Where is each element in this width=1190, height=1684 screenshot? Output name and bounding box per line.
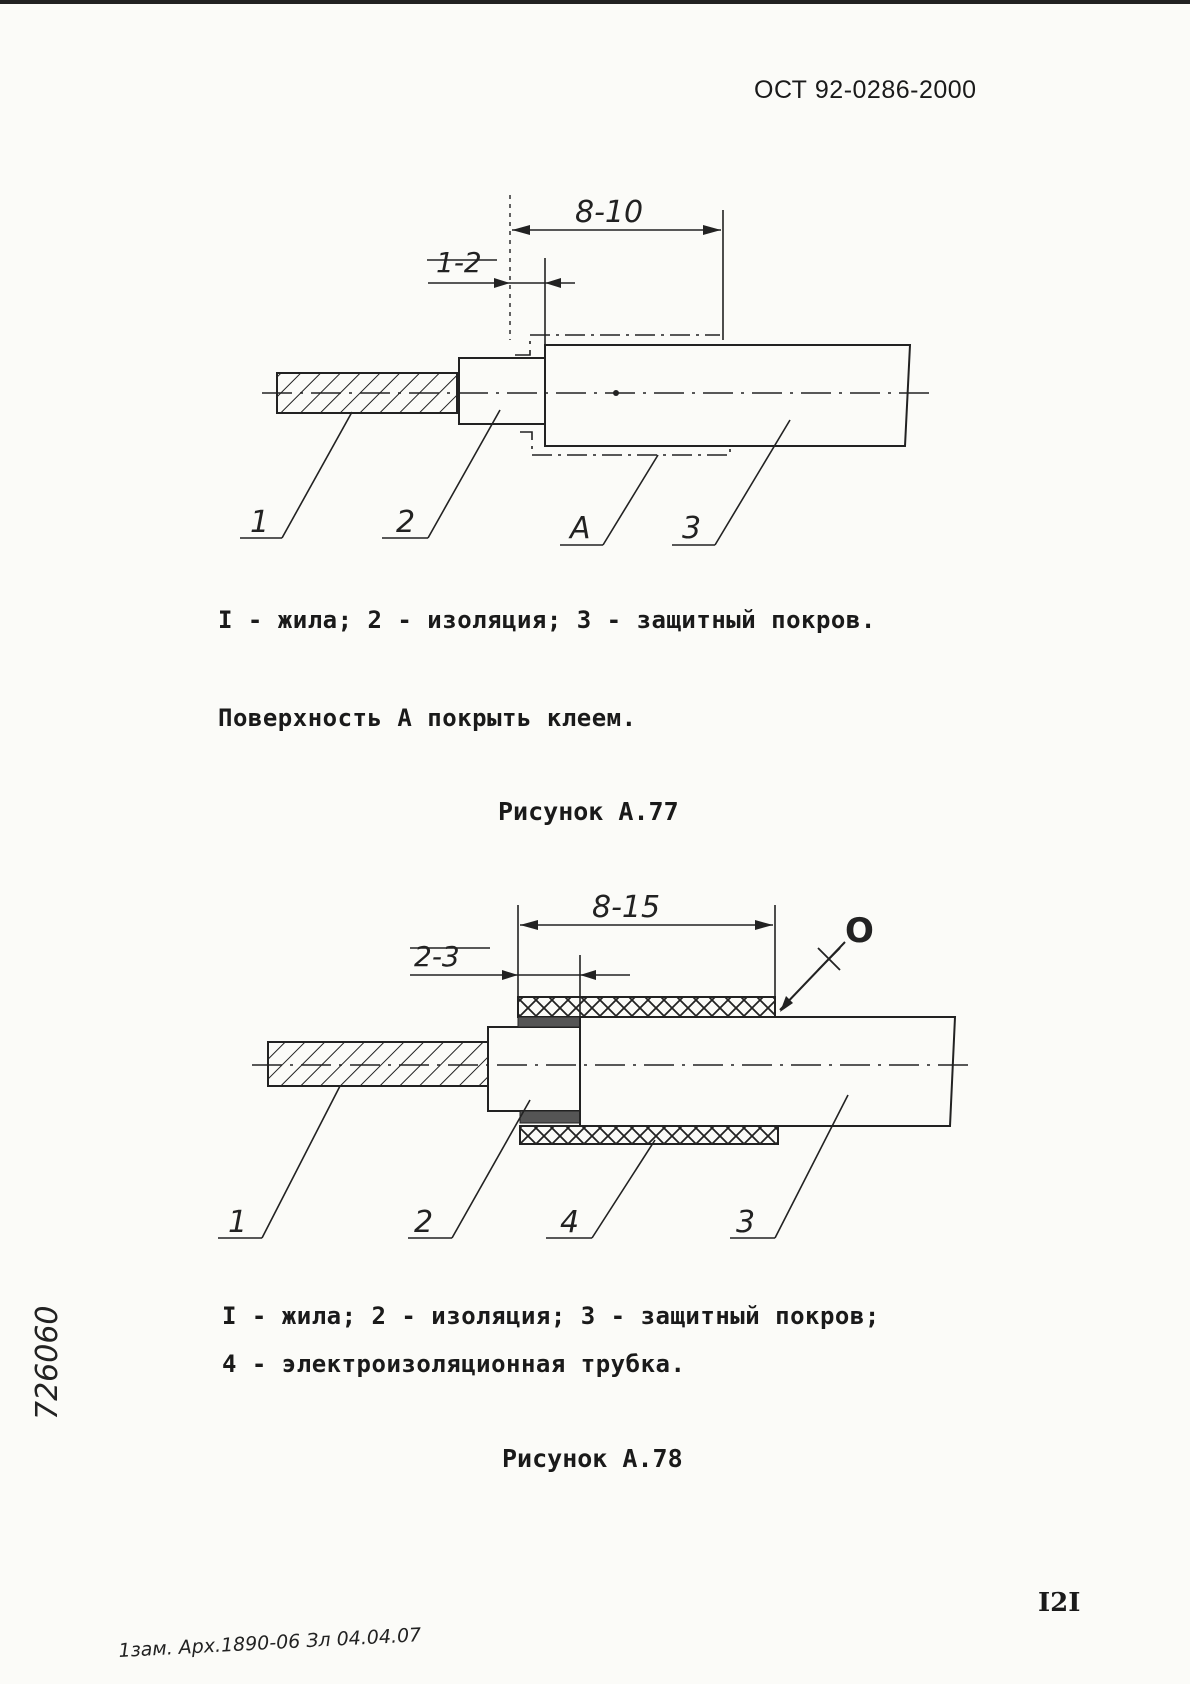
a78-leader-1 — [262, 1086, 340, 1238]
a78-dim-top-label: 8-15 — [592, 890, 660, 925]
a78-leader-3 — [775, 1095, 848, 1238]
a78-tube-bottom — [520, 1126, 778, 1144]
a78-marker-label: O — [845, 911, 874, 951]
a78-leader-4 — [592, 1140, 655, 1238]
handwritten-note: 1зам. Арх.1890-06 Зл 04.04.07 — [118, 1624, 422, 1662]
a78-sheath — [580, 1017, 955, 1126]
a78-tube-top — [518, 997, 775, 1017]
a78-core — [268, 1042, 488, 1086]
inventory-number: 726060 — [30, 1305, 65, 1420]
a78-label-2: 2 — [414, 1205, 433, 1240]
a78-caption: Рисунок А.78 — [502, 1444, 683, 1473]
a78-label-1: 1 — [228, 1205, 247, 1240]
a78-leader-2 — [452, 1100, 530, 1238]
a78-insulation — [488, 1027, 580, 1111]
figure-a78-drawing: 8-15 2-3 O 1 2 4 3 — [0, 0, 1190, 1260]
a78-label-3: 3 — [736, 1205, 755, 1240]
a78-dim-small-label: 2-3 — [414, 940, 460, 973]
a78-legend-line1: I - жила; 2 - изоляция; 3 - защитный пок… — [222, 1302, 880, 1330]
a78-legend-line2: 4 - электроизоляционная трубка. — [222, 1350, 685, 1378]
page-number: I2I — [1038, 1588, 1080, 1618]
a78-label-4: 4 — [560, 1205, 579, 1240]
